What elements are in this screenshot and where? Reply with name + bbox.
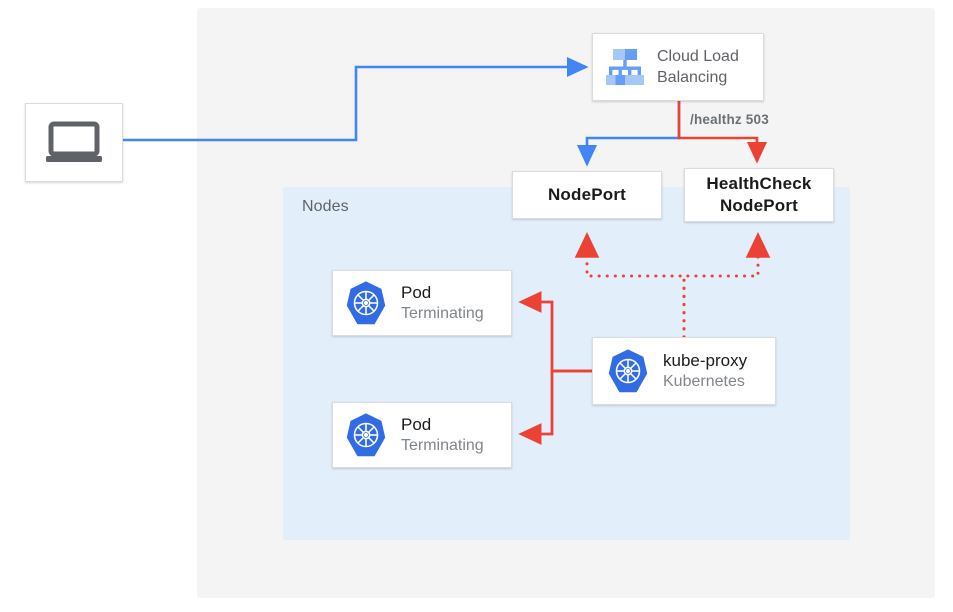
clb-label-line1: Cloud Load	[657, 48, 739, 65]
kube-proxy-card: kube-proxy Kubernetes	[592, 337, 776, 405]
healthz-edge-label: /healthz 503	[690, 112, 769, 127]
pod-card-1: Pod Terminating	[332, 270, 512, 336]
kube-proxy-title: kube-proxy	[663, 351, 748, 370]
pod-1-text: Pod Terminating	[401, 282, 484, 324]
clb-label-line2: Balancing	[657, 69, 728, 86]
pod-2-text: Pod Terminating	[401, 414, 484, 456]
nodeport-label: NodePort	[547, 185, 627, 204]
cloud-load-balancing-label: Cloud Load Balancing	[657, 46, 739, 88]
kubernetes-icon	[346, 281, 386, 325]
nodes-region-label: Nodes	[302, 198, 349, 215]
pod-2-title: Pod	[401, 415, 432, 434]
healthcheck-nodeport-label: HealthCheck NodePort	[706, 173, 811, 217]
kube-proxy-text: kube-proxy Kubernetes	[663, 350, 747, 392]
pod-1-status: Terminating	[401, 305, 484, 322]
nodeport-card: NodePort	[512, 171, 662, 219]
kube-proxy-subtitle: Kubernetes	[663, 373, 745, 390]
healthcheck-nodeport-card: HealthCheck NodePort	[684, 168, 834, 222]
cloud-load-balancing-card: Cloud Load Balancing	[592, 33, 764, 101]
pod-2-status: Terminating	[401, 437, 484, 454]
healthcheck-nodeport-label-line1: HealthCheck	[706, 174, 812, 193]
pod-1-title: Pod	[401, 283, 432, 302]
pod-card-2: Pod Terminating	[332, 402, 512, 468]
healthcheck-nodeport-label-line2: NodePort	[719, 196, 799, 215]
laptop-icon	[46, 121, 102, 162]
kubernetes-icon	[346, 413, 386, 457]
cloud-load-balancing-icon	[601, 45, 649, 89]
client-laptop-card	[25, 103, 123, 182]
kubernetes-icon	[608, 349, 648, 393]
